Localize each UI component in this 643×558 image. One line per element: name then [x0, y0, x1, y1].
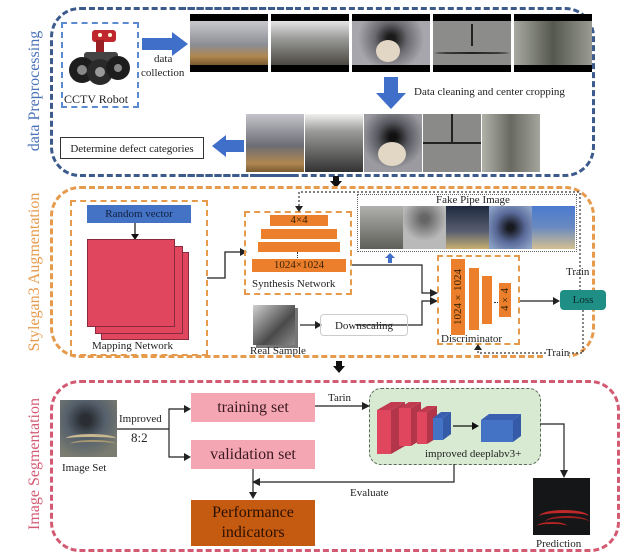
preprocessing-section-label: data Preprocessing: [26, 30, 43, 152]
cropped-image-3: [364, 114, 422, 172]
cropped-image-4: [423, 114, 481, 172]
image-set-thumbnail: [60, 400, 117, 457]
synthesis-layer-1024: 1024×1024: [252, 259, 346, 272]
arrow-down-small-icon: [131, 223, 139, 240]
validation-to-performance-connector: [249, 469, 257, 499]
arrow-left-icon: [212, 135, 244, 157]
train-feedback-bottom-connector: [474, 310, 584, 354]
augmentation-panel: [50, 186, 595, 358]
performance-label-1: Performance: [212, 504, 294, 521]
raw-frame-4: [433, 14, 511, 72]
arrow-right-icon: [142, 32, 188, 56]
synthesis-to-discriminator-connector: [352, 264, 438, 326]
segmentation-section-label: Image Segmentation: [26, 398, 43, 530]
synthesis-network-label: Synthesis Network: [252, 278, 336, 290]
preprocessing-panel: [50, 7, 290, 177]
training-to-model-connector: [315, 402, 370, 410]
collection-label-1: data: [154, 53, 173, 65]
synthesis-layer-3: [258, 242, 340, 252]
synthesis-ellipsis: [297, 252, 298, 260]
split-connector: [117, 405, 191, 461]
collection-label-2: collection: [141, 67, 185, 79]
augmentation-section-label: Stylegan3 Augmentation: [26, 192, 43, 352]
cropped-image-1: [246, 114, 304, 172]
prediction-image: [533, 478, 590, 535]
cctv-robot-icon: [69, 30, 130, 85]
split-label-2: 8:2: [131, 430, 148, 445]
model-to-prediction-connector: [540, 423, 568, 478]
preprocessing-panel-right: [180, 7, 293, 177]
fake-image-5: [532, 206, 575, 249]
synthesis-network-box: [244, 211, 352, 295]
robot-box: [61, 22, 139, 108]
cropped-image-5: [482, 114, 540, 172]
split-label-1: Improved: [119, 413, 162, 425]
performance-indicators-box[interactable]: Performance indicators: [191, 500, 315, 546]
discriminator-layer-1024-label: 1024×1024: [452, 269, 464, 325]
downscaling-box: Downscaling: [320, 314, 408, 336]
train-bottom-label: Train: [546, 347, 570, 359]
fake-pipe-image-label: Fake Pipe Image: [436, 194, 510, 206]
discriminator-box: [437, 255, 520, 345]
real-sample-label: Real Sample: [250, 345, 306, 357]
real-sample-image: [253, 305, 295, 345]
fake-image-3: [446, 206, 489, 249]
discriminator-layer-3: [482, 276, 492, 324]
discriminator-ellipsis: [494, 302, 500, 303]
fake-image-4: [489, 206, 532, 249]
robot-label: CCTV Robot: [64, 92, 129, 106]
raw-frame-1: [190, 14, 268, 72]
train-top-label: Train: [566, 266, 590, 278]
evaluate-label: Evaluate: [350, 487, 389, 499]
mapping-layer-1: [87, 239, 175, 327]
arrow-down-icon: [376, 77, 406, 109]
prediction-label: Prediction: [536, 538, 582, 550]
defect-categories-box: Determine defect categories: [60, 137, 204, 159]
deeplabv3-network-icon: [377, 402, 521, 454]
raw-frame-2: [271, 14, 349, 72]
cleaning-label: Data cleaning and center cropping: [414, 86, 565, 98]
mapping-network-label: Mapping Network: [92, 340, 173, 352]
evaluate-connector: [252, 464, 455, 486]
discriminator-layer-2: [469, 268, 479, 330]
discriminator-to-loss-connector: [520, 297, 560, 305]
image-set-label: Image Set: [62, 462, 107, 474]
mapping-to-synthesis-connector: [207, 248, 247, 279]
synthesis-layer-2: [261, 229, 337, 239]
raw-frame-5: [514, 14, 592, 72]
preprocessing-panel-end: [250, 7, 595, 177]
performance-label-2: indicators: [221, 524, 285, 541]
synthesis-layer-4x4: 4×4: [270, 215, 328, 226]
model-label: improved deeplabv3+: [425, 448, 522, 460]
arrow-up-small-icon: [385, 253, 395, 263]
loss-box: Loss: [560, 290, 606, 310]
train-feedback-top-connector: [295, 191, 581, 291]
tarin-label: Tarin: [328, 392, 352, 404]
random-vector-box: Random vector: [87, 205, 191, 223]
validation-set-box[interactable]: validation set: [191, 440, 315, 469]
discriminator-layer-4x4: [499, 283, 511, 317]
section-arrow-icon-1: [330, 176, 342, 188]
discriminator-label: Discriminator: [441, 333, 503, 345]
cropped-image-2: [305, 114, 363, 172]
discriminator-layer-1024: [451, 259, 465, 335]
section-arrow-icon-2: [333, 361, 345, 373]
segmentation-panel: [50, 380, 620, 552]
real-to-downscaling-connector: [300, 321, 322, 329]
raw-frame-3: [352, 14, 430, 72]
fake-image-2: [403, 206, 446, 249]
fake-pipe-image-box: [357, 194, 577, 252]
training-set-box[interactable]: training set: [191, 393, 315, 422]
fake-image-1: [360, 206, 403, 249]
